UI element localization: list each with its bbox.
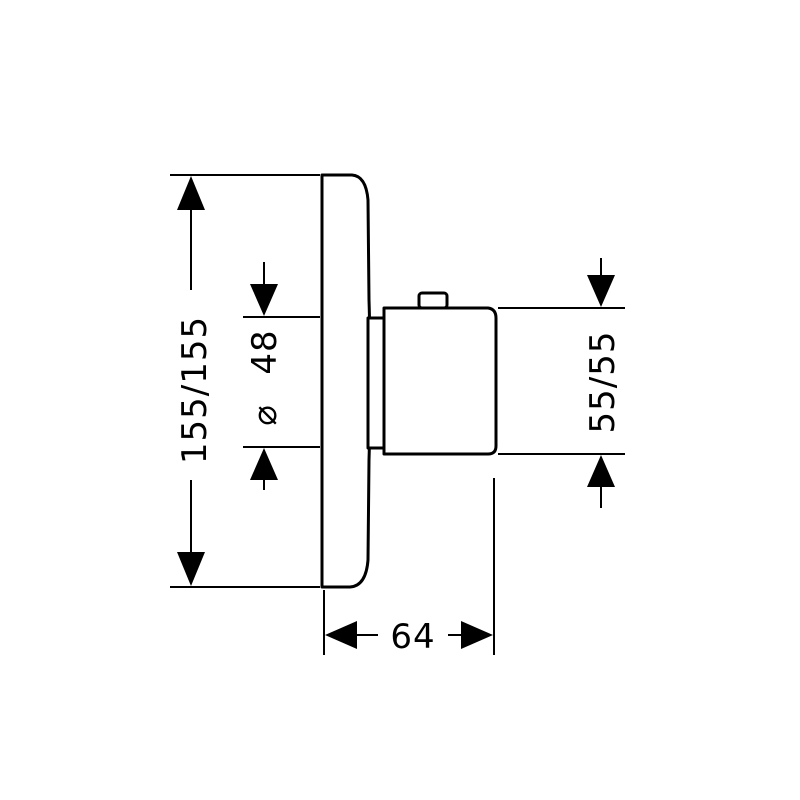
dimension-body-height: 55/55 [498,258,625,508]
arrow-up [587,455,615,487]
escutcheon-plate [320,173,372,589]
diameter-symbol: ⌀ [245,404,285,425]
arrow-up [250,448,278,480]
arrow-left [325,621,357,649]
arrow-down [250,284,278,316]
arrow-up [177,176,205,210]
product-outline [320,173,498,589]
depth-label: 64 [390,617,435,657]
dimension-diameter: ⌀ 48 [243,262,320,490]
handle-knob [417,291,449,310]
height-total-label: 155/155 [175,316,215,464]
dimension-height-total: 155/155 [170,174,320,588]
arrow-down [177,552,205,586]
arrow-down [587,275,615,307]
body-height-label: 55/55 [583,331,623,434]
diameter-label: 48 [245,329,285,374]
valve-stem [366,316,386,450]
arrow-right [461,621,493,649]
dimension-depth: 64 [323,478,495,657]
handle-body [382,306,498,456]
